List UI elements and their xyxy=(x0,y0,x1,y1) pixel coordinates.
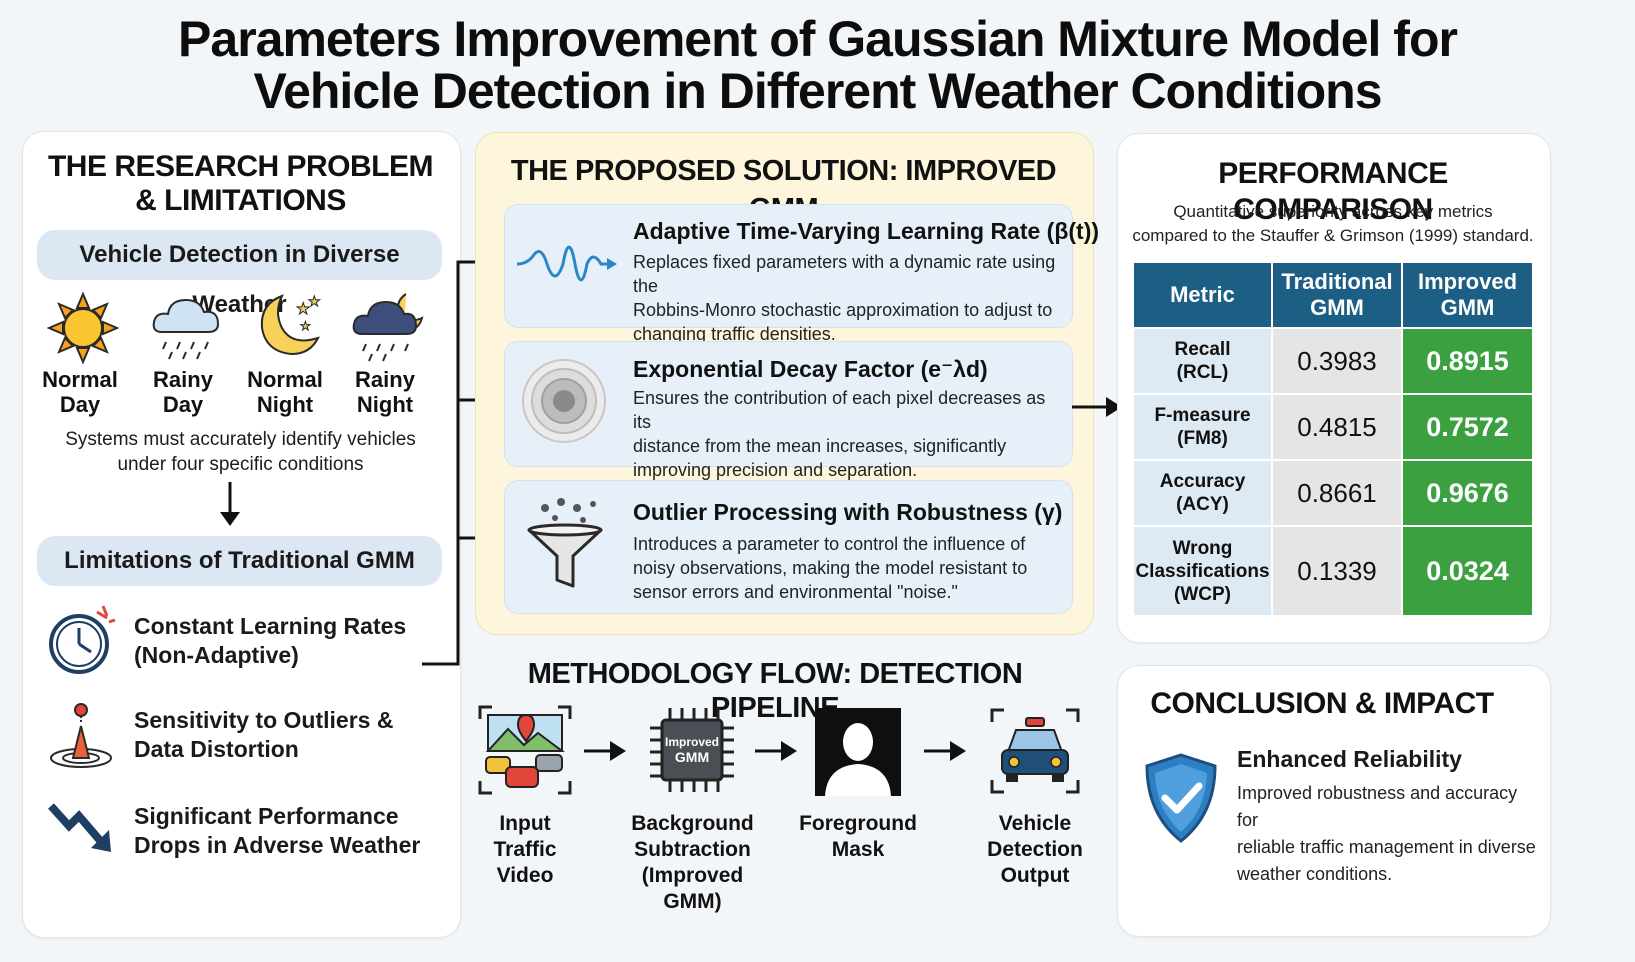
detected-car-icon xyxy=(990,708,1080,794)
title-line-2: Vehicle Detection in Different Weather C… xyxy=(253,63,1382,119)
moon-stars-icon: ★ ★ ★ xyxy=(260,294,321,356)
trend-down-icon xyxy=(48,803,111,852)
traditional-value: 0.3983 xyxy=(1273,329,1401,393)
card-title-outlier-processing: Outlier Processing with Robustness (γ) xyxy=(633,499,1063,525)
conclusion-heading: CONCLUSION & IMPACT xyxy=(1150,687,1494,720)
methodology-heading: METHODOLOGY FLOW: DETECTION PIPELINE xyxy=(527,658,1023,724)
flow-arrow-1 xyxy=(584,741,626,761)
traffic-video-icon xyxy=(478,705,572,795)
limitation-constant-learning-rates: Constant Learning Rates(Non-Adaptive) xyxy=(134,613,407,668)
metric-cell: Recall(RCL) xyxy=(1134,329,1271,393)
systems-text: Systems must accurately identify vehicle… xyxy=(65,429,416,475)
solution-card-outlier-processing xyxy=(504,480,1073,614)
card-body-outlier-processing: Introduces a parameter to control the in… xyxy=(633,534,1028,602)
svg-text:★: ★ xyxy=(308,294,321,310)
silhouette-mask-icon xyxy=(815,708,901,796)
right-arrow-to-performance xyxy=(1072,397,1122,417)
metric-cell: F-measure(FM8) xyxy=(1134,395,1271,459)
problem-heading-line1: THE RESEARCH PROBLEM xyxy=(47,150,434,183)
improved-value: 0.0324 xyxy=(1403,527,1532,615)
night-rain-icon xyxy=(352,293,424,362)
chip-icon xyxy=(650,708,734,792)
sun-icon xyxy=(47,292,119,364)
rain-cloud-icon xyxy=(152,298,220,360)
svg-text:★: ★ xyxy=(296,299,310,318)
funnel-icon xyxy=(527,498,603,588)
card-body-decay-factor: Ensures the contribution of each pixel d… xyxy=(633,388,1046,480)
flow-arrow-2 xyxy=(755,741,797,761)
problem-heading-line2: & LIMITATIONS xyxy=(135,184,346,217)
problem-heading: THE RESEARCH PROBLEM & LIMITATIONS xyxy=(22,150,459,218)
limitation-outliers: Sensitivity to Outliers &Data Distortion xyxy=(134,707,394,762)
outlier-pin-icon xyxy=(50,703,112,768)
wave-icon xyxy=(516,245,617,282)
diverse-weather-pill: Vehicle Detection in Diverse Weather xyxy=(37,230,442,318)
improved-value: 0.7572 xyxy=(1403,395,1532,459)
flow-arrow-3 xyxy=(924,741,966,761)
shield-check-icon xyxy=(1145,753,1217,843)
svg-text:★: ★ xyxy=(300,319,311,333)
performance-heading: PERFORMANCE COMPARISON xyxy=(1218,157,1448,226)
solution-card-learning-rate xyxy=(504,204,1073,328)
performance-subtitle: Quantitative superiority across key metr… xyxy=(1132,202,1534,245)
card-title-decay-factor: Exponential Decay Factor (e⁻λd) xyxy=(633,356,988,382)
limitations-pill: Limitations of Traditional GMM xyxy=(37,536,442,586)
improved-value: 0.8915 xyxy=(1403,329,1532,393)
card-title-learning-rate: Adaptive Time-Varying Learning Rate (β(t… xyxy=(633,218,1100,244)
stopwatch-icon xyxy=(49,605,116,674)
conclusion-title: Enhanced Reliability xyxy=(1237,746,1462,772)
table-row: Accuracy(ACY) 0.8661 0.9676 xyxy=(1134,461,1532,525)
traditional-value: 0.1339 xyxy=(1273,527,1401,615)
down-arrow-icon xyxy=(220,482,240,526)
traditional-value: 0.4815 xyxy=(1273,395,1401,459)
concentric-circles-icon xyxy=(522,359,606,443)
table-row: F-measure(FM8) 0.4815 0.7572 xyxy=(1134,395,1532,459)
card-body-learning-rate: Replaces fixed parameters with a dynamic… xyxy=(633,252,1056,344)
table-row: Recall(RCL) 0.3983 0.8915 xyxy=(1134,329,1532,393)
title-line-1: Parameters Improvement of Gaussian Mixtu… xyxy=(178,11,1458,67)
traditional-value: 0.8661 xyxy=(1273,461,1401,525)
improved-value: 0.9676 xyxy=(1403,461,1532,525)
header-metric: Metric xyxy=(1134,263,1271,327)
metric-cell: Accuracy(ACY) xyxy=(1134,461,1271,525)
